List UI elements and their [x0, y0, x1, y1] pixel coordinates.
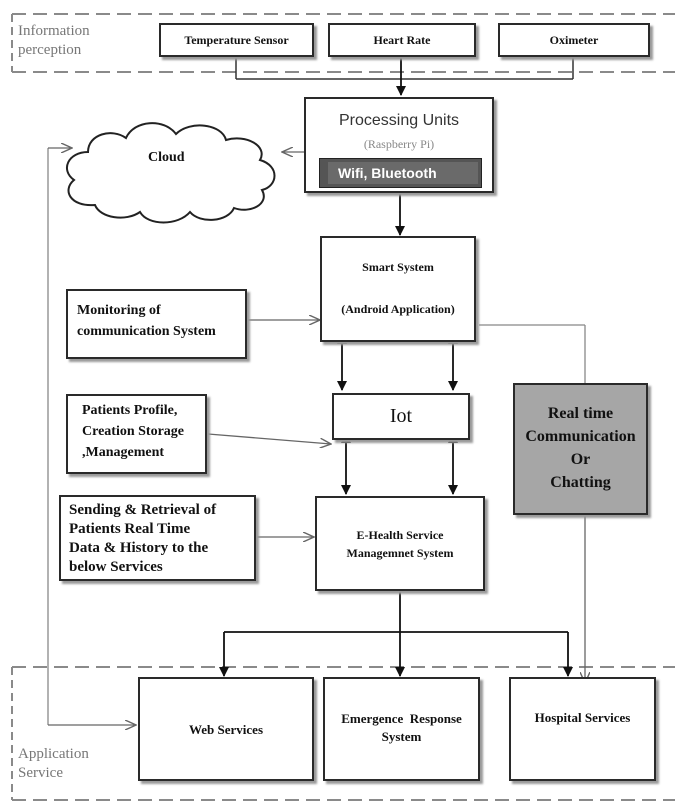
cloud-label: Cloud [148, 150, 185, 165]
heart-rate-node: Heart Rate [328, 23, 476, 57]
realtime-label-line2: Communication [525, 428, 636, 445]
sending-label-line1: Sending & Retrieval of [69, 502, 217, 518]
patients-label-line3: ,Management [82, 445, 165, 460]
ehealth-label-line2: Managemnet System [346, 546, 454, 560]
hospital-services-label: Hospital Services [534, 710, 631, 725]
ehealth-label-line1: E-Health Service [356, 528, 444, 542]
smart-system-node: Smart System (Android Application) [320, 236, 476, 342]
ehealth-service-node: E-Health Service Managemnet System [315, 496, 485, 591]
info-zone-label-line2: perception [18, 42, 82, 58]
monitoring-label-line1: Monitoring of [77, 303, 161, 318]
wifi-bluetooth-bar: Wifi, Bluetooth [319, 158, 482, 188]
patients-profile-node: Patients Profile, Creation Storage ,Mana… [66, 394, 207, 474]
iot-label: Iot [389, 405, 413, 427]
heart-rate-label: Heart Rate [373, 33, 431, 47]
oximeter-label: Oximeter [549, 33, 599, 47]
emergency-label-line1: Emergence Response [341, 711, 462, 726]
emergency-label-line2: System [381, 729, 422, 744]
realtime-label-line1: Real time [547, 405, 614, 422]
application-service-zone-label: Application Service [18, 745, 89, 783]
realtime-label-line4: Chatting [550, 474, 611, 491]
monitoring-label-line2: communication System [77, 324, 216, 339]
temperature-sensor-label: Temperature Sensor [184, 33, 289, 47]
realtime-label-line3: Or [570, 451, 591, 468]
info-perception-zone-label: Information perception [18, 22, 90, 60]
iot-node: Iot [332, 393, 470, 440]
patients-label-line1: Patients Profile, [82, 403, 178, 418]
sending-label-line2: Patients Real Time [69, 521, 191, 537]
processing-units-title: Processing Units [338, 112, 460, 129]
hospital-services-node: Hospital Services [509, 677, 656, 781]
smart-system-label-line1: Smart System [362, 260, 434, 274]
monitoring-communication-node: Monitoring of communication System [66, 289, 247, 359]
smart-system-label-line2: (Android Application) [341, 302, 455, 316]
app-zone-label-line1: Application [18, 746, 89, 762]
realtime-communication-node: Real time Communication Or Chatting [513, 383, 648, 515]
processing-units-node: Processing Units (Raspberry Pi) Wifi, Bl… [304, 97, 494, 193]
emergency-response-node: Emergence Response System [323, 677, 480, 781]
web-services-label: Web Services [188, 722, 263, 737]
sending-label-line3: Data & History to the [69, 540, 209, 556]
processing-units-subtitle: (Raspberry Pi) [363, 137, 435, 151]
wifi-bluetooth-label: Wifi, Bluetooth [338, 165, 437, 181]
cloud-shape [66, 122, 276, 224]
sending-retrieval-node: Sending & Retrieval of Patients Real Tim… [59, 495, 256, 581]
wifi-bar-inner [328, 162, 478, 184]
patients-label-line2: Creation Storage [82, 424, 184, 439]
info-zone-label-line1: Information [18, 23, 90, 39]
sending-label-line4: below Services [69, 559, 163, 575]
oximeter-node: Oximeter [498, 23, 650, 57]
app-zone-label-line2: Service [18, 765, 63, 781]
temperature-sensor-node: Temperature Sensor [159, 23, 314, 57]
web-services-node: Web Services [138, 677, 314, 781]
